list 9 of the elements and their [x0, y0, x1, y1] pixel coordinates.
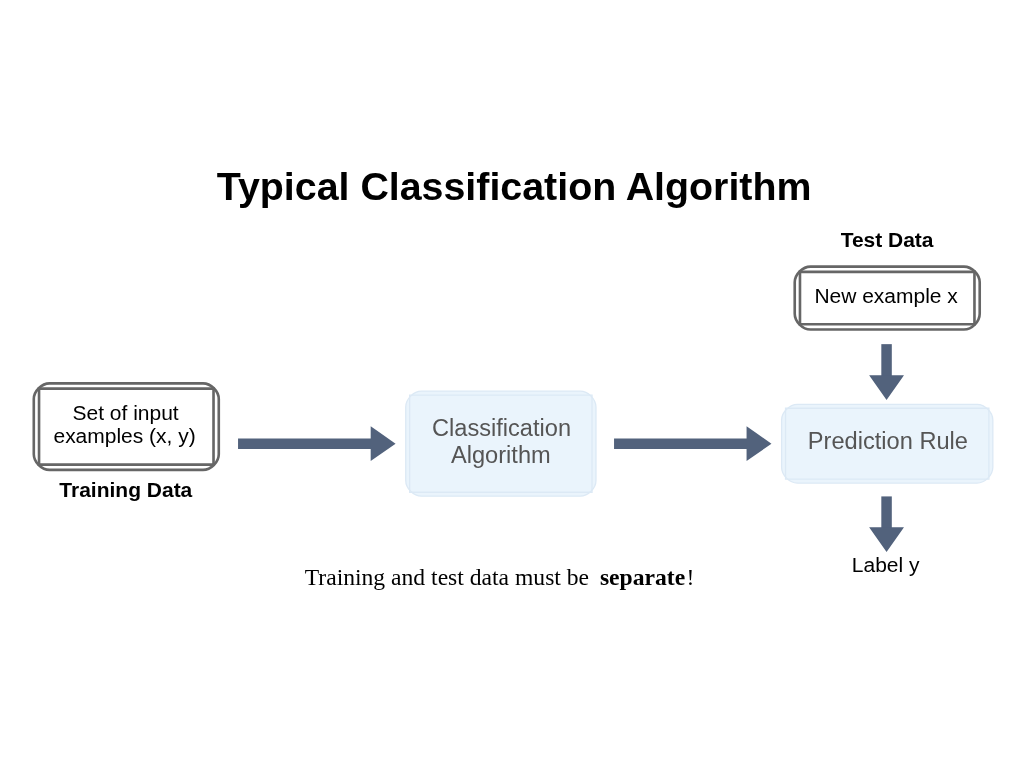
label: Training and test data must be separate! — [304, 563, 695, 590]
arrow — [238, 426, 396, 462]
arrow — [869, 344, 904, 401]
diagram-title: Typical Classification Algorithm — [216, 163, 812, 208]
arrow — [869, 496, 904, 553]
node-label: Test Data — [840, 227, 934, 251]
arrow — [614, 426, 772, 462]
node-text: Label y — [851, 553, 920, 576]
node-label: Training Data — [59, 478, 193, 502]
